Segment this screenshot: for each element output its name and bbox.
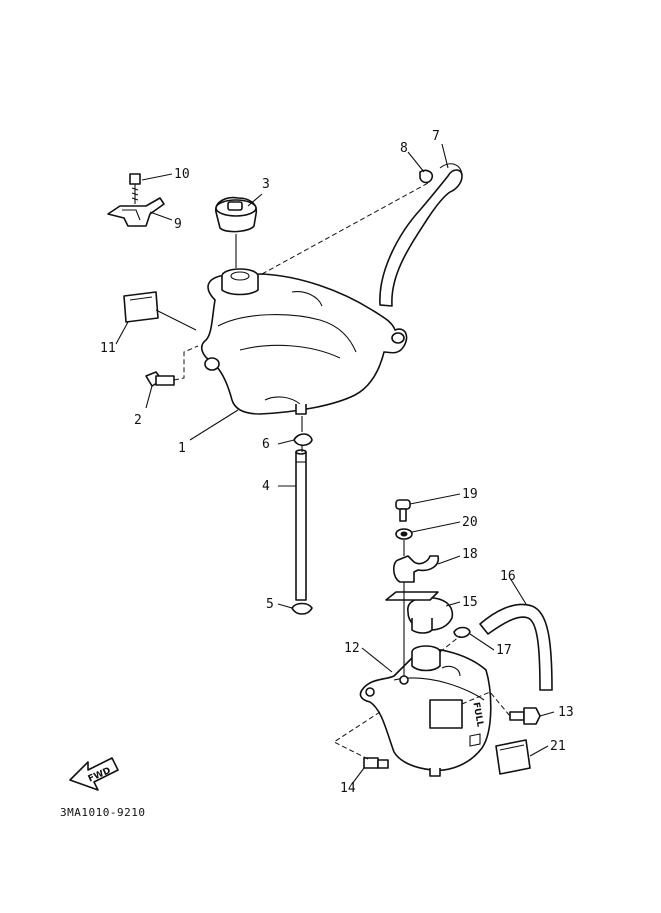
washer-20 bbox=[395, 528, 413, 540]
callout-6: 6 bbox=[262, 437, 270, 452]
cap-15 bbox=[407, 596, 454, 672]
bolt-19 bbox=[395, 499, 411, 522]
pipe-4 bbox=[295, 446, 307, 601]
callout-7: 7 bbox=[432, 129, 440, 144]
bolt-13 bbox=[461, 691, 541, 725]
callout-3: 3 bbox=[262, 177, 270, 192]
callout-21: 21 bbox=[550, 739, 566, 754]
callout-13: 13 bbox=[558, 705, 574, 720]
clip-5 bbox=[291, 602, 313, 615]
callout-4: 4 bbox=[262, 479, 270, 494]
bolt-2 bbox=[145, 345, 199, 387]
hose-16 bbox=[479, 603, 553, 691]
fuel-cap bbox=[215, 196, 258, 268]
callout-numbers: 1 2 3 4 5 6 7 8 9 10 11 12 13 14 15 16 1… bbox=[100, 129, 574, 796]
clip-6 bbox=[293, 416, 313, 447]
bolt-14 bbox=[332, 711, 389, 769]
callout-8: 8 bbox=[400, 141, 408, 156]
callout-17: 17 bbox=[496, 643, 512, 658]
callout-18: 18 bbox=[462, 547, 478, 562]
callout-15: 15 bbox=[462, 595, 478, 610]
full-label: FULL bbox=[470, 702, 484, 729]
callout-19: 19 bbox=[462, 487, 478, 502]
callout-5: 5 bbox=[266, 597, 274, 612]
callout-14: 14 bbox=[340, 781, 356, 796]
callout-10: 10 bbox=[174, 167, 190, 182]
hose-7 bbox=[379, 163, 463, 307]
callout-leaders bbox=[115, 143, 555, 785]
bracket-18 bbox=[385, 555, 440, 601]
reservoir-tank bbox=[359, 648, 492, 777]
drawing-code: 3MA1010-9210 bbox=[60, 806, 145, 819]
pad-11 bbox=[123, 291, 197, 331]
callout-12: 12 bbox=[344, 641, 360, 656]
bolt-10 bbox=[129, 173, 141, 204]
callout-11: 11 bbox=[100, 341, 116, 356]
fuel-tank bbox=[200, 268, 408, 415]
fwd-arrow: FWD bbox=[69, 757, 119, 791]
bracket-9 bbox=[107, 197, 165, 227]
callout-20: 20 bbox=[462, 515, 478, 530]
callout-2: 2 bbox=[134, 413, 142, 428]
callout-1: 1 bbox=[178, 441, 186, 456]
callout-9: 9 bbox=[174, 217, 182, 232]
clip-8 bbox=[261, 169, 434, 275]
callout-16: 16 bbox=[500, 569, 516, 584]
pad-21 bbox=[495, 739, 531, 775]
clip-17 bbox=[439, 626, 471, 653]
